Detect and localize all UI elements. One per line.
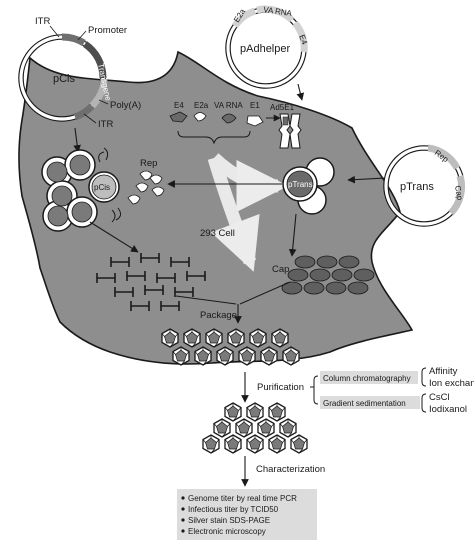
gradient-sedimentation-label: Gradient sedimentation (323, 399, 406, 408)
cap-proteins: Cap (272, 255, 375, 295)
cap-expression-arrow (288, 213, 297, 257)
pcis-itr-bottom-label: ITR (98, 119, 113, 130)
ptrans-vesicle-label: pTrans (288, 180, 313, 189)
helper-gene-e4: E4 (174, 101, 184, 110)
characterization-item: Silver stain SDS-PAGE (188, 516, 270, 525)
pcis-itr-top-label: ITR (35, 16, 50, 27)
characterization-label: Characterization (256, 464, 325, 475)
characterization-item: Genome titer by real time PCR (188, 494, 297, 503)
column-chromatography-box (320, 371, 418, 384)
cell-label: 293 Cell (200, 228, 235, 239)
padhelper-plasmid: E2a VA RNA E4 pAdhelper (225, 5, 309, 89)
characterization-item: Electronic microscopy (188, 527, 266, 536)
column-chromatography-label: Column chromatography (323, 374, 411, 383)
light-arrow-right (209, 153, 289, 212)
padhelper-entry-arrow (296, 83, 305, 101)
pcis-vesicle-label: pCis (94, 183, 110, 192)
ptrans-rep-label: Rep (433, 148, 451, 164)
pcis-plasmid: ITR Promoter Transgene Poly(A) ITR pCis (18, 16, 141, 130)
characterization-box: Genome titer by real time PCR Infectious… (177, 489, 317, 540)
padhelper-name: pAdhelper (240, 43, 290, 55)
helper-gene-e1: E1 (250, 101, 260, 110)
genome-to-package-line (175, 295, 237, 305)
pcis-name: pCis (53, 73, 76, 85)
ptrans-entry-arrow (347, 175, 386, 184)
pcis-entry-arrow (73, 127, 81, 153)
purified-virions (202, 402, 308, 454)
package-label: Package (200, 310, 237, 321)
cap-label: Cap (272, 264, 289, 275)
pcis-promoter-label: Promoter (88, 25, 127, 36)
rep-proteins: Rep (127, 158, 165, 205)
ptrans-name: pTrans (400, 181, 434, 193)
helper-gene-e2a: E2a (194, 101, 209, 110)
padhelper-e4-label: E4 (297, 33, 309, 46)
characterization-panel (177, 489, 317, 540)
ptrans-cap-label: Cap (453, 185, 465, 202)
ptrans-vesicles: pTrans (282, 157, 335, 215)
purification-section: Purification Column chromatography Gradi… (257, 366, 474, 415)
helper-gene-va-rna: VA RNA (214, 101, 243, 110)
padhelper-va-rna-label: VA RNA (263, 5, 293, 18)
rep-label: Rep (140, 158, 157, 169)
pcis-vesicle-cluster: pCis (41, 147, 122, 232)
ad5e1-chromosome: Ad5E1 (266, 103, 302, 149)
helper-genes: E4 E2a VA RNA E1 (169, 101, 264, 145)
ion-exchange-option: Ion exchange (429, 378, 474, 389)
pcis-polya-label: Poly(A) (110, 100, 141, 111)
gradient-sedimentation-box (320, 396, 420, 409)
replication-arrow (89, 221, 139, 253)
ptrans-plasmid: Rep Cap pTrans (383, 144, 466, 227)
chromosome-label: Ad5E1 (270, 103, 295, 112)
affinity-option: Affinity (429, 366, 458, 377)
purification-label: Purification (257, 382, 304, 393)
characterization-item: Infectious titer by TCID50 (188, 505, 279, 514)
cscl-option: CsCl (429, 392, 450, 403)
cap-to-package-line (239, 281, 291, 305)
iodixanol-option: Iodixanol (429, 404, 467, 415)
